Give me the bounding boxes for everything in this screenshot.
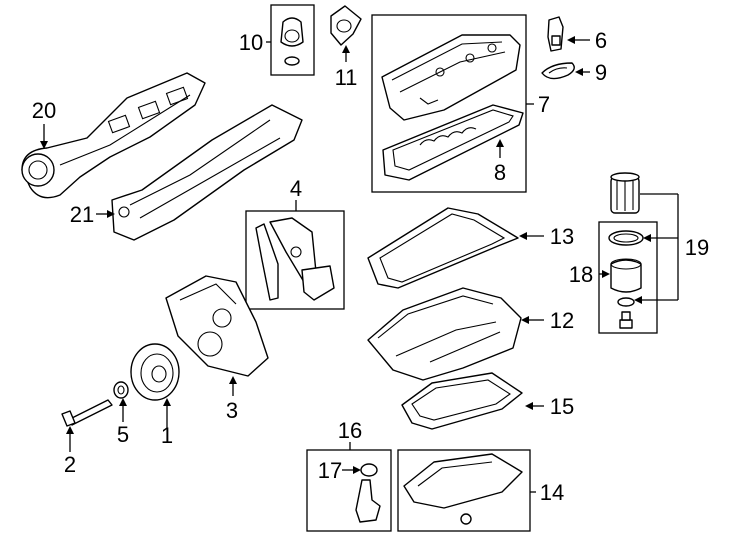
callout-19: 19 [685, 235, 709, 260]
callout-14: 14 [540, 480, 564, 505]
callout-18: 18 [569, 262, 593, 287]
part-6-sensor [547, 16, 564, 52]
part-19-filter-element [610, 172, 640, 214]
part-18-filter-housing [610, 258, 642, 293]
part-15-gasket [401, 372, 523, 430]
callout-1: 1 [161, 423, 173, 448]
part-3-front-cover [165, 275, 269, 377]
part-17-sensor [355, 463, 381, 523]
leaders [40, 36, 679, 493]
callout-15: 15 [550, 394, 574, 419]
part-10-seal [280, 17, 304, 66]
part-18-washer [617, 297, 635, 307]
part-11-cap [330, 5, 362, 46]
part-9-gasket [541, 62, 575, 80]
callout-12: 12 [550, 308, 574, 333]
callout-17: 17 [318, 458, 342, 483]
part-14-lower-pan [403, 453, 523, 525]
box-parts-18-19 [598, 221, 658, 334]
part-20-intake-manifold [21, 72, 206, 199]
part-21-manifold-lower [111, 104, 303, 241]
callout-13: 13 [550, 224, 574, 249]
part-2-bolt [61, 399, 113, 427]
callout-4: 4 [290, 176, 302, 201]
part-1-pulley [130, 343, 180, 401]
callout-10: 10 [239, 30, 263, 55]
part-12-oil-pan [367, 287, 522, 381]
callout-2: 2 [64, 452, 76, 477]
callout-21: 21 [70, 202, 94, 227]
part-18-plug [619, 311, 633, 329]
part-8-gasket [382, 104, 524, 181]
callout-7: 7 [538, 92, 550, 117]
part-7-valve-cover [381, 34, 521, 121]
part-5-washer [113, 381, 129, 399]
callout-11: 11 [335, 65, 358, 90]
part-4-gaskets [255, 217, 335, 301]
box-part-14 [397, 449, 531, 532]
part-19-o-ring [608, 230, 644, 246]
callout-6: 6 [595, 28, 607, 53]
box-part-10 [270, 4, 315, 76]
box-part-4 [245, 210, 345, 310]
callout-3: 3 [226, 398, 238, 423]
part-13-gasket [367, 207, 519, 289]
callout-20: 20 [32, 98, 56, 123]
box-part-16 [306, 449, 392, 532]
callout-5: 5 [117, 422, 129, 447]
callout-9: 9 [595, 60, 607, 85]
callout-16: 16 [338, 418, 362, 443]
callout-8: 8 [494, 160, 506, 185]
